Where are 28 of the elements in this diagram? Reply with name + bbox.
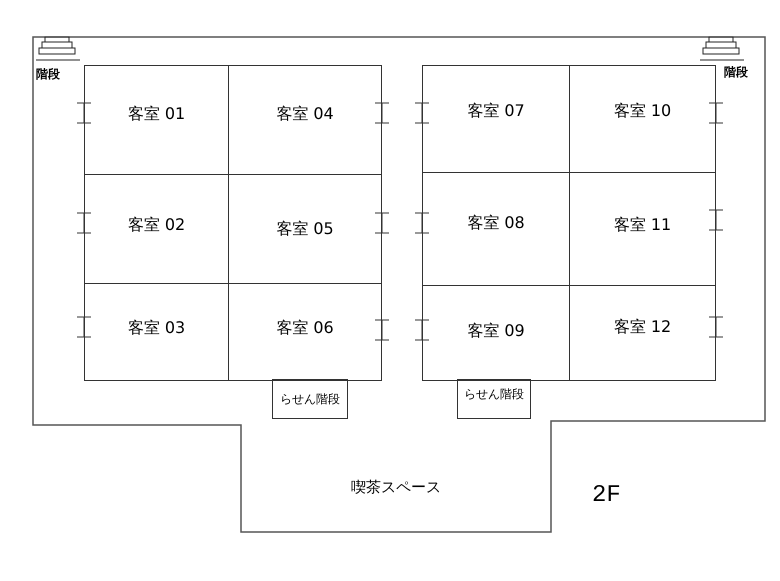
room-label: 客室 04 bbox=[275, 104, 335, 125]
stairs-label: 階段 bbox=[724, 64, 748, 81]
room-label: 喫茶スペース bbox=[350, 478, 442, 497]
room-label: 客室 05 bbox=[275, 219, 335, 240]
guest-room bbox=[228, 283, 382, 381]
floor-label: 2F bbox=[592, 482, 621, 509]
guest-room bbox=[422, 285, 570, 381]
room-label: 客室 03 bbox=[126, 318, 186, 339]
room-label: 客室 02 bbox=[126, 215, 186, 236]
guest-room bbox=[569, 285, 716, 381]
room-label: 客室 01 bbox=[126, 104, 186, 125]
guest-room bbox=[422, 65, 570, 173]
room-label: 客室 09 bbox=[466, 321, 526, 342]
room-label: 客室 10 bbox=[612, 101, 672, 122]
room-label: らせん階段 bbox=[463, 386, 525, 403]
room-label: らせん階段 bbox=[279, 391, 341, 408]
guest-room bbox=[84, 283, 229, 381]
room-label: 客室 06 bbox=[275, 318, 335, 339]
spiral-staircase bbox=[457, 379, 531, 419]
guest-room bbox=[84, 65, 229, 175]
guest-room bbox=[569, 65, 716, 173]
room-label: 客室 07 bbox=[466, 101, 526, 122]
room-label: 客室 11 bbox=[612, 215, 672, 236]
guest-room bbox=[228, 65, 382, 175]
stairs-label: 階段 bbox=[36, 66, 60, 83]
room-label: 客室 08 bbox=[466, 213, 526, 234]
room-label: 客室 12 bbox=[612, 317, 672, 338]
spiral-staircase bbox=[272, 379, 348, 419]
